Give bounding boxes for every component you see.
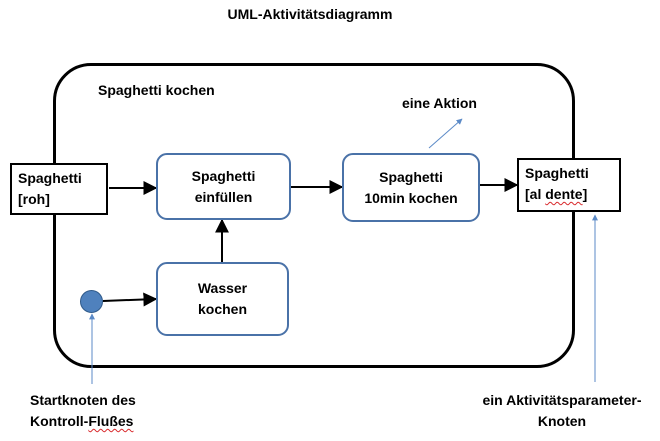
action-fill-line1: Spaghetti [191,167,256,184]
note-start-line2-b: Flußes [88,413,134,429]
output-parameter-line2-c: ] [582,186,588,202]
start-node [80,290,103,313]
diagram-title: UML-Aktivitätsdiagramm [227,6,393,22]
note-param-line2: Knoten [537,413,587,429]
action-cook-line1: Spaghetti [379,168,443,185]
activity-name: Spaghetti kochen [98,82,215,98]
action-fill-line2: einfüllen [194,188,253,205]
note-param-line1: ein Aktivitätsparameter- [482,392,642,408]
output-parameter-line2: [al dente] [525,184,613,205]
pointer-action-note [428,118,463,149]
action-water-line1: Wasser [197,280,248,296]
input-parameter-line2: [roh] [18,191,50,207]
action-boil-water: Wasser kochen [156,262,289,336]
note-start-line1: Startknoten des [30,392,136,408]
action-cook-spaghetti: Spaghetti 10min kochen [342,153,480,222]
output-parameter-line1: Spaghetti [525,165,589,181]
action-cook-line2: 10min kochen [364,189,458,206]
note-start-line2: Kontroll-Flußes [30,411,136,432]
input-parameter-node: Spaghetti [roh] [10,163,108,215]
output-parameter-line2-a: [al [525,186,546,202]
note-start-line2-a: Kontroll- [30,413,89,429]
output-parameter-line2-b: dente [545,186,583,202]
output-parameter-node: Spaghetti [al dente] [517,158,621,212]
action-water-line2: kochen [197,301,247,317]
edge-start-to-water [102,292,158,307]
activity-frame [53,63,575,368]
input-parameter-line1: Spaghetti [18,170,82,186]
note-action: eine Aktion [402,95,477,111]
action-fill-spaghetti: Spaghetti einfüllen [156,153,291,220]
note-start-node: Startknoten des Kontroll-Flußes [30,390,136,432]
note-parameter-node: ein Aktivitätsparameter- Knoten [462,390,660,432]
